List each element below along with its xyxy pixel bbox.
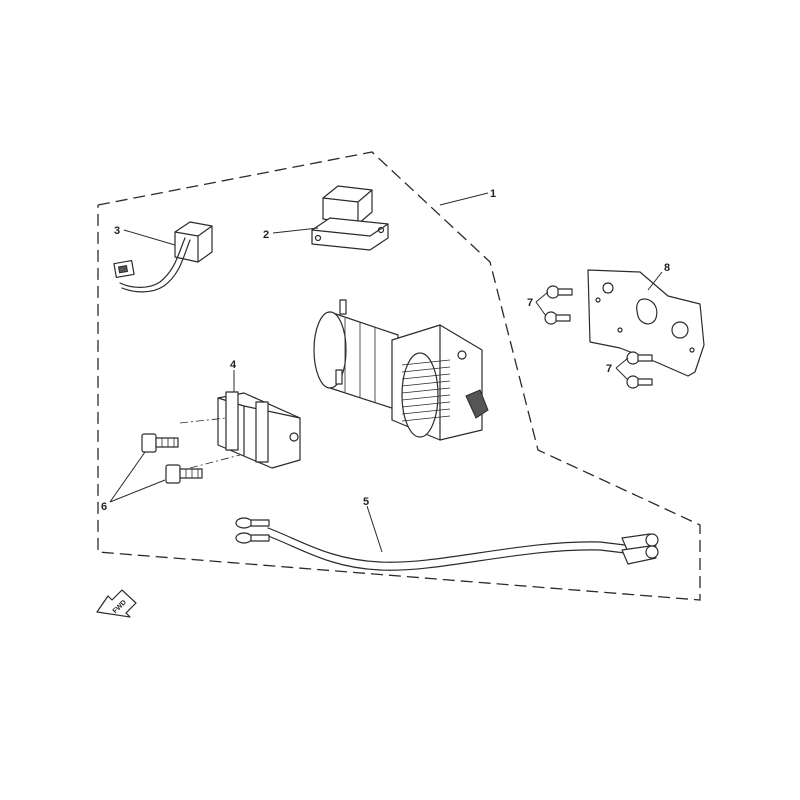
forward-arrow-icon: FWD <box>96 589 137 618</box>
leader-8 <box>647 271 663 291</box>
callout-6: 6 <box>101 501 107 513</box>
callout-2: 2 <box>263 229 269 241</box>
leader-7b-1 <box>615 357 629 369</box>
plate-bolts-lower <box>626 351 653 389</box>
leader-1 <box>439 192 489 206</box>
leader-6b <box>109 479 166 503</box>
bolt-upper <box>141 433 179 453</box>
leader-3 <box>123 229 176 246</box>
callout-4: 4 <box>230 359 237 371</box>
leader-5 <box>366 505 383 553</box>
fairlead-bolts <box>141 433 203 484</box>
leader-2 <box>272 227 319 234</box>
winch-drum-coils <box>401 359 451 422</box>
leader-7a-1 <box>535 291 549 303</box>
leader-7a-2 <box>535 301 547 317</box>
leader-6a <box>109 451 146 503</box>
callout-3: 3 <box>114 225 120 237</box>
roller-fairlead <box>179 391 301 469</box>
callout-5: 5 <box>363 496 369 508</box>
callout-7-upper: 7 <box>527 297 533 309</box>
remote-receiver <box>113 221 213 293</box>
mounting-plate <box>587 269 705 377</box>
power-cable <box>235 517 659 571</box>
bolt-lower <box>165 464 203 484</box>
callout-7-lower: 7 <box>606 363 612 375</box>
winch <box>313 299 489 441</box>
callout-1: 1 <box>490 188 496 200</box>
leader-7b-2 <box>615 367 629 381</box>
winch-relay <box>311 185 389 251</box>
assembly-boundary <box>97 151 701 601</box>
callout-8: 8 <box>664 262 670 274</box>
plate-bolts-upper <box>544 285 573 325</box>
